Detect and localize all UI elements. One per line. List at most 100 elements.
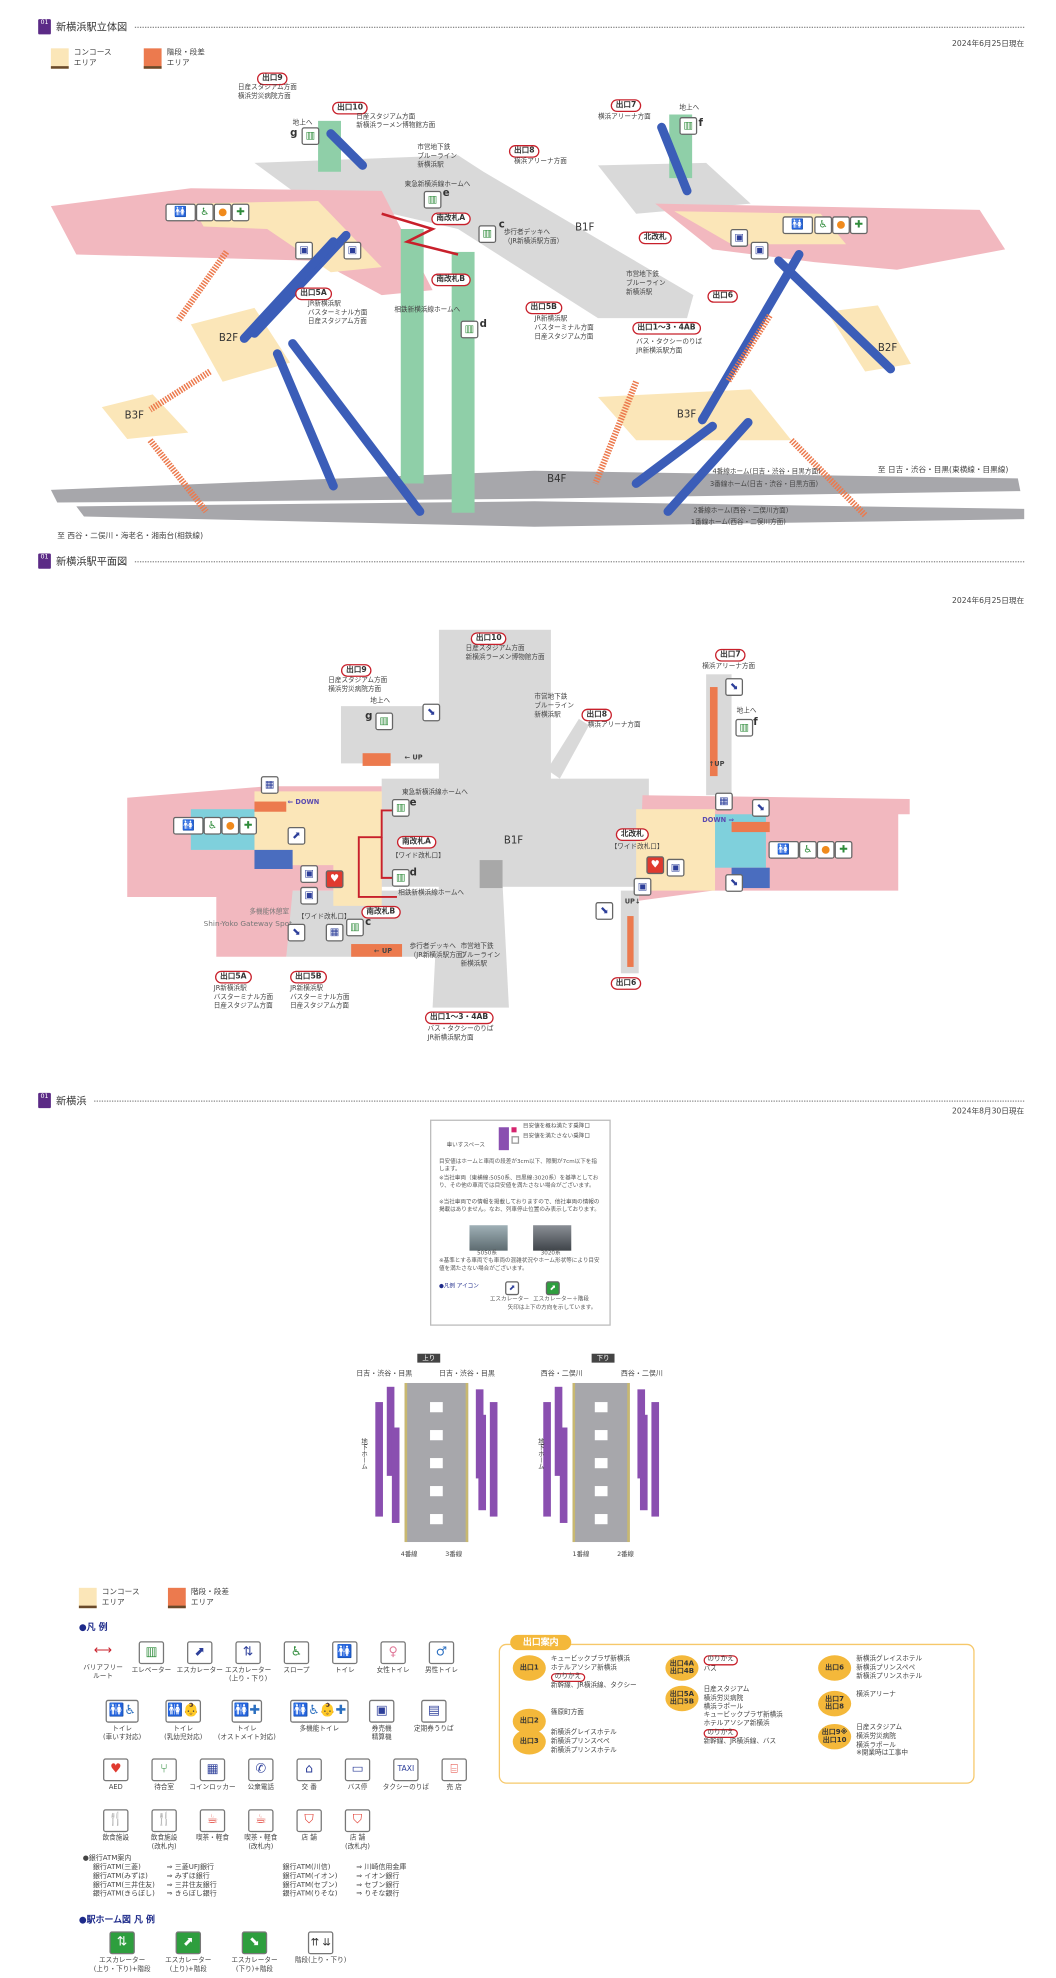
exit-8-direction: 横浜アリーナ方面 [587, 721, 641, 730]
legend-item: ⑂待合室 [140, 1758, 188, 1792]
pass-office-icon: ▤ [421, 1699, 447, 1723]
legend-item-label-line: トイレ [236, 1725, 257, 1733]
floor-label-b2f: B2F [877, 342, 898, 354]
atm-bank: ⇒ イオン銀行 [356, 1872, 400, 1881]
atm-name: 銀行ATM(みずほ) [92, 1872, 148, 1881]
subway-blue-line-label: 市営地下鉄ブルーライン新横浜駅 [625, 270, 666, 297]
toilet-icon: 🚻 [165, 203, 196, 222]
toilet-icon: 🚻 [173, 816, 204, 835]
south-gate-b-label: 南改札B [431, 273, 471, 287]
train-5050-label: 5050系 [477, 1250, 497, 1258]
b4f-platform-upper [50, 470, 1021, 503]
train-car-icon [498, 1127, 509, 1151]
arrow-note: 矢印は上下の方向を示しています。 [507, 1305, 597, 1312]
legend-item: 🍴飲食施設(改札内) [140, 1809, 188, 1851]
legend-item-label: トイレ(車いす対応) [103, 1725, 141, 1742]
legend-item: ⬈エスカレーター [176, 1641, 224, 1683]
door-ng-label: 目安値を満たさない乗降口 [522, 1133, 590, 1140]
legend-item: ♂男性トイレ [417, 1641, 465, 1683]
legend-item: 🚻👶トイレ(乳幼児対応) [153, 1699, 214, 1742]
escalator [239, 237, 338, 343]
down-right-destination: 西谷・二俣川 [620, 1370, 663, 1378]
slope-icon: ♿ [283, 1641, 310, 1665]
legend-item-label: 券売機精算機 [372, 1725, 392, 1742]
legend-item-label: バリアフリールート [83, 1664, 123, 1681]
coin-locker-icon: ▦ [199, 1758, 226, 1782]
accessible-toilet-icon: ♿ [814, 216, 833, 235]
exit-8-label: 出口8 [508, 145, 540, 158]
exit-destination: ※開業時は工事中 [856, 1749, 909, 1758]
barrier-free-route [381, 212, 459, 256]
atm-bank: ⇒ りそな銀行 [356, 1890, 400, 1899]
exit-destination: ホテルアソシア新横浜 [550, 1663, 617, 1672]
wide-gate-label: 【ワイド改札口】 [391, 852, 445, 861]
escalator-icon: ⬈ [187, 1641, 213, 1665]
exit-destinations: 横浜アリーナ [856, 1691, 896, 1700]
exit-badge-text: 出口3 [519, 1737, 539, 1746]
concourse-right [636, 809, 716, 891]
date-stamp: 2024年6月25日現在 [952, 39, 1025, 49]
exit-badge-text: 出口5A [669, 1690, 695, 1698]
escalator-icon: ⬈ [287, 826, 306, 845]
escalator-plan [254, 849, 293, 869]
elevator-letter-c: c [365, 916, 372, 928]
legend-item-label-line: 女性トイレ [376, 1666, 410, 1675]
stairs-exit7 [709, 687, 718, 777]
elevator-shaft-c [400, 229, 424, 484]
section-header-plan: 01 新横浜駅平面図 [38, 552, 1025, 570]
atm-bank: ⇒ 三井住友銀行 [166, 1881, 217, 1890]
atm-row: 銀行ATM(三菱)⇒ 三菱UFJ銀行 [93, 1864, 217, 1873]
legend-item-label-line: (上り)+階段 [169, 1965, 207, 1973]
legend-item: ⇅エスカレーター(上り・下り) [224, 1641, 272, 1683]
barrier-free-route [357, 809, 397, 898]
legend-item-label-line: 店 舗 [301, 1834, 317, 1843]
exit-badge-text: 出口1 [519, 1663, 539, 1672]
stairs-updown-icon: ⇈ ⇊ [307, 1931, 334, 1955]
legend-item: ▦コインロッカー [188, 1758, 236, 1792]
track-2-label: 2番線 [617, 1550, 634, 1559]
legend-item-label-line: 交 番 [301, 1783, 317, 1792]
accessible-toilet-icon: ♿ [203, 816, 222, 835]
stairs-marker [594, 1514, 608, 1525]
stairs-exit6 [627, 916, 634, 967]
exit-destinations: キュービックプラザ新横浜ホテルアソシア新横浜のりかえ新幹線、JR横浜線、タクシー [550, 1655, 637, 1690]
exit-destination: 新横浜プリンスペペ [550, 1737, 610, 1746]
atm-guide: ●銀行ATM案内 [83, 1855, 132, 1864]
exit-badge: 出口3 [512, 1729, 546, 1755]
transfer-badge: のりかえ [703, 1729, 783, 1739]
toilet-icon: 🚻 [782, 216, 813, 235]
atm-name: 銀行ATM(川信) [282, 1863, 331, 1872]
elevator-letter-g: g [365, 709, 373, 722]
track-1-label: 1番線ホーム(西谷・二俣川方面) [690, 519, 786, 527]
elevator-icon: ▥ [478, 225, 497, 244]
subway-blue-line-label: 市営地下鉄ブルーライン新横浜駅 [534, 693, 574, 719]
legend-item-label: AED [109, 1784, 123, 1792]
exit-8-label: 出口8 [581, 708, 613, 722]
tokyu-line-platform-label: 東急新横浜線ホームへ [402, 788, 468, 797]
exit-6-label: 出口6 [610, 977, 642, 990]
down-arrow-label: ⇐ DOWN [287, 799, 320, 807]
platform-legend-item: ⬊エスカレーター(下り)+階段 [221, 1931, 287, 1973]
legend-item-label: バス停 [348, 1784, 368, 1792]
legend-item-label-line: 多機能トイレ [299, 1725, 340, 1733]
legend-item-label-line: (車いす対応) [103, 1733, 142, 1742]
legend-item-label-line: 階段(上り・下り) [294, 1956, 347, 1965]
exit-badge-text: 出口9※ [821, 1728, 848, 1737]
exit-badge: 出口1 [512, 1655, 546, 1681]
exit-destination: キュービックプラザ新横浜 [550, 1655, 631, 1663]
escalator-icon: ⬊ [422, 703, 441, 722]
exit-guide-title: 出口案内 [510, 1634, 572, 1651]
legend-item-label-line: AED [108, 1783, 123, 1792]
shop-inside-gate-icon: ⛉ [344, 1809, 371, 1833]
legend-item-label-line: ルート [93, 1672, 113, 1681]
transfer-destination: 新幹線、JR横浜線、バス [703, 1738, 777, 1747]
legend-item: ▣券売機精算機 [359, 1699, 405, 1742]
legend-item: ♿スロープ [272, 1641, 320, 1683]
stairs-legend-label: 階段・段差エリア [166, 48, 205, 68]
exit-5b-label: 出口5B [525, 301, 563, 315]
